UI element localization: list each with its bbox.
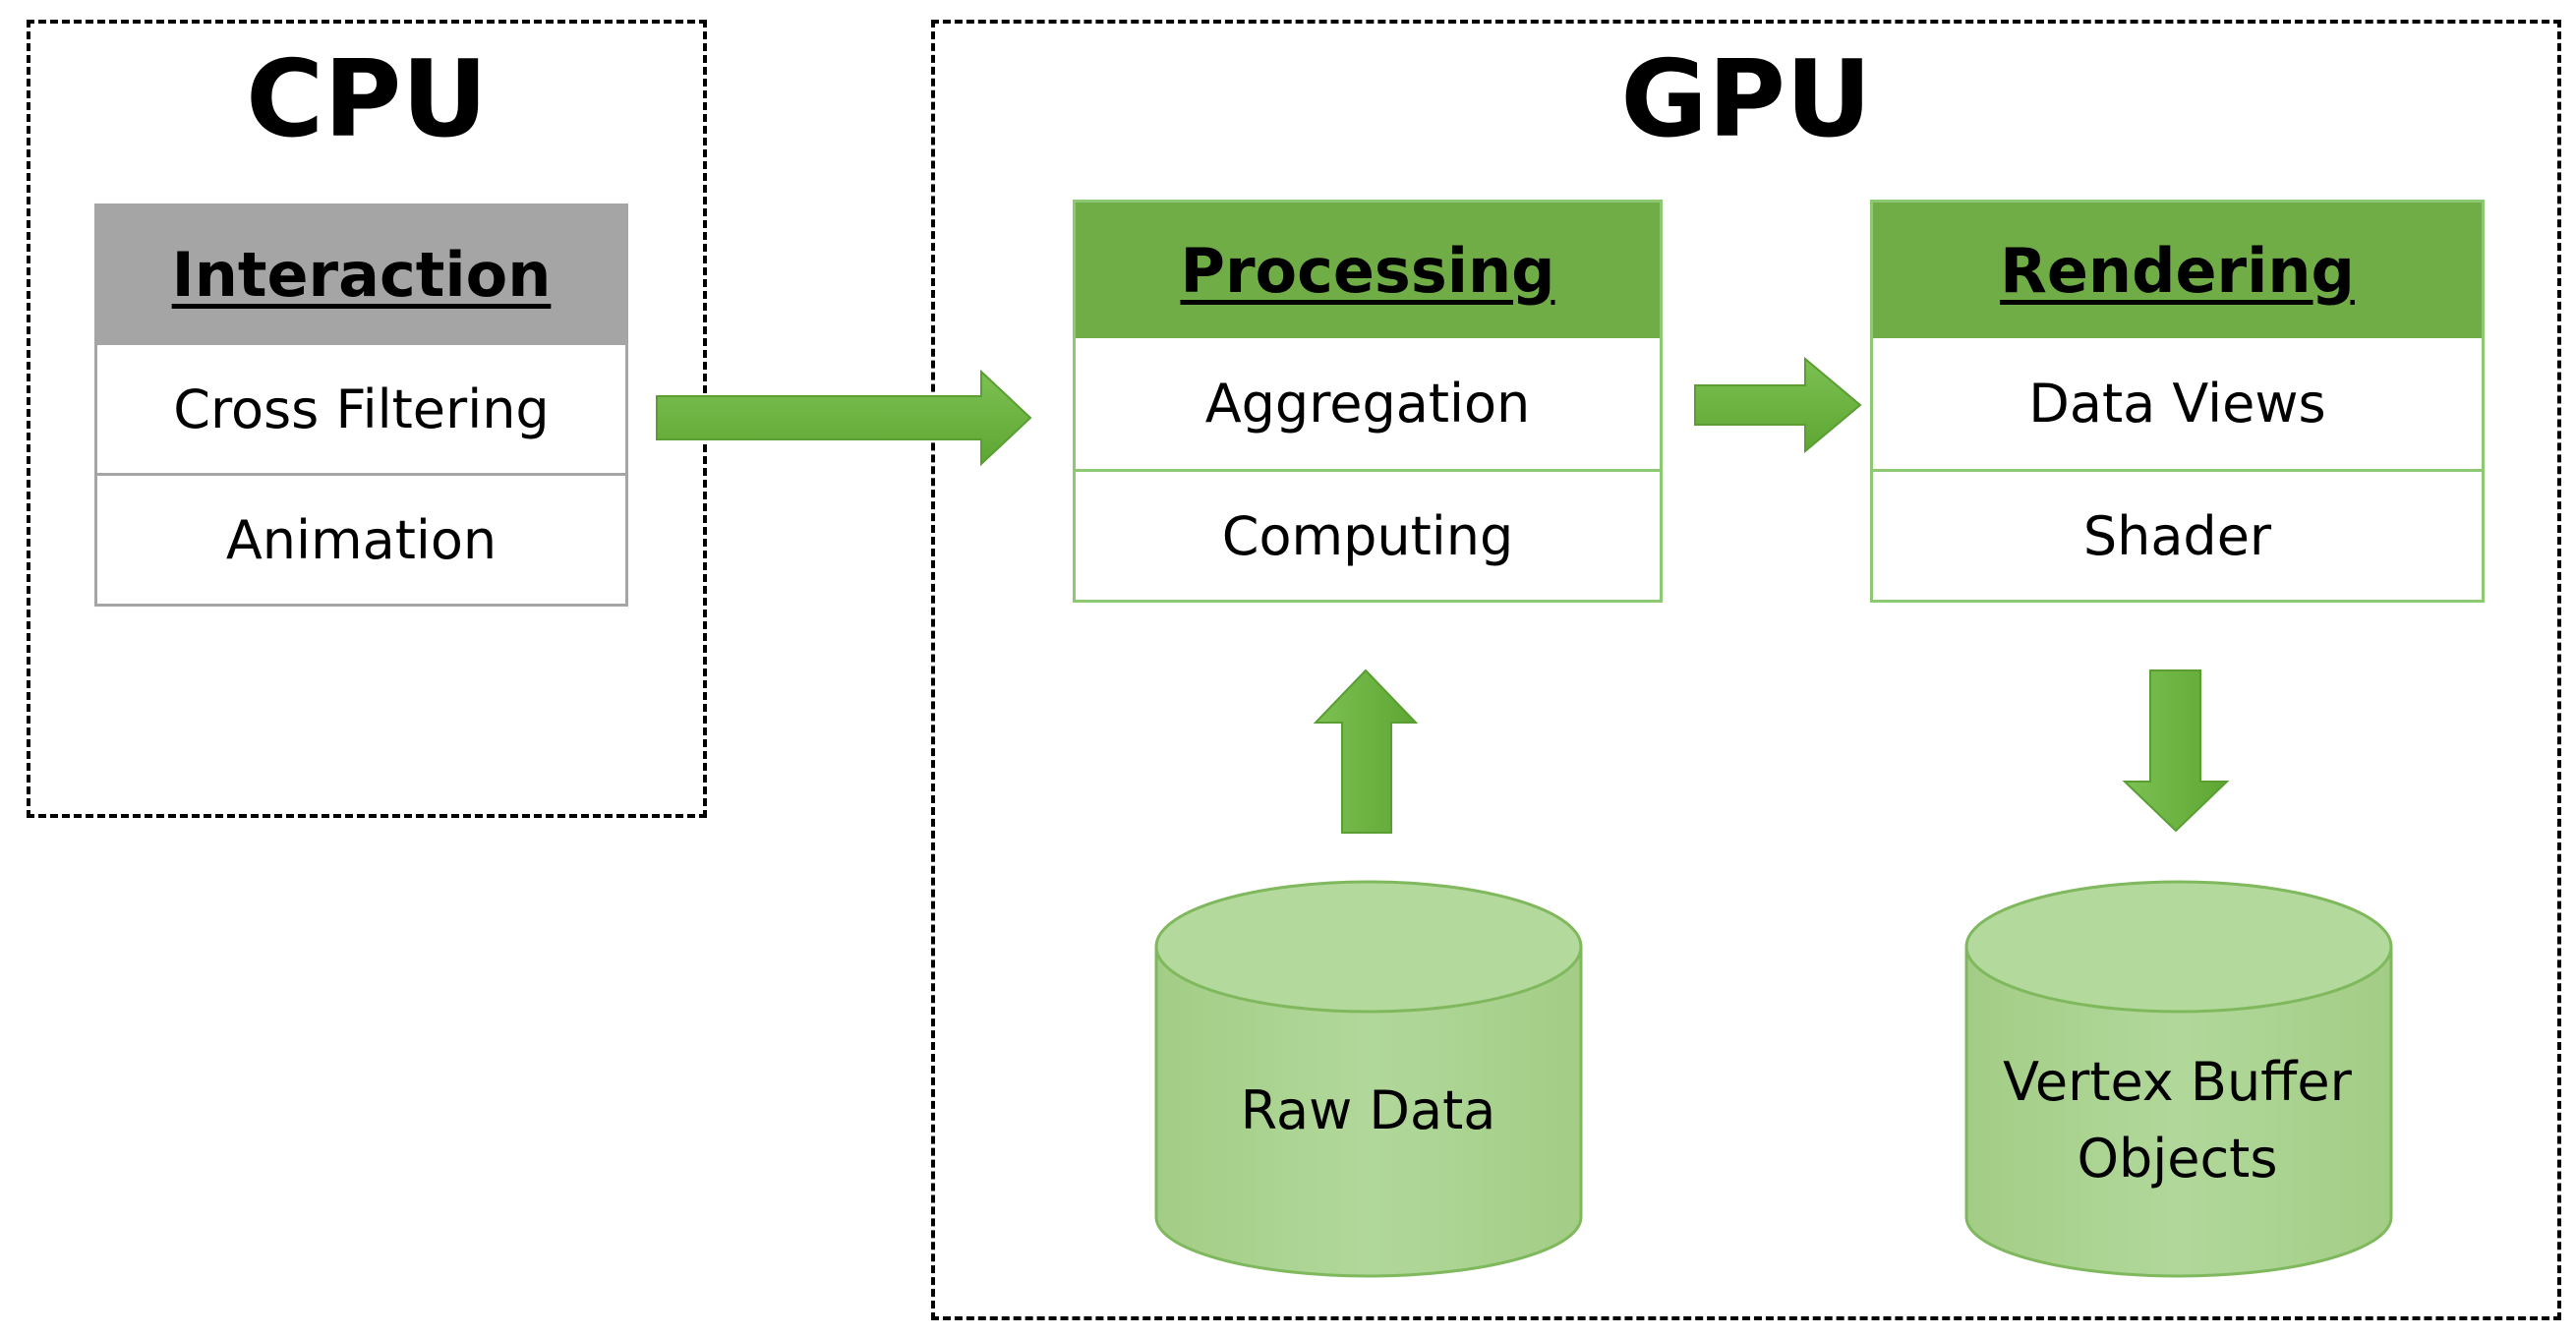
animation-row: Animation (97, 473, 625, 604)
rendering-header: Rendering (1873, 203, 2482, 338)
raw-data-text: Raw Data (1240, 1078, 1496, 1141)
cpu-title: CPU (245, 38, 489, 161)
raw-data-label: Raw Data (1155, 1042, 1581, 1180)
vbo-label-line1: Vertex Buffer (2003, 1050, 2352, 1113)
interaction-panel: Interaction Cross Filtering Animation (94, 203, 628, 607)
vbo-label-line2: Objects (2077, 1128, 2278, 1190)
gpu-region (931, 20, 2561, 1320)
arrow-right-cpu-to-processing (656, 369, 1032, 467)
cross-filtering-row: Cross Filtering (97, 342, 625, 473)
raw-data-cylinder (1154, 880, 1583, 1278)
arrow-right-processing-to-rendering (1694, 356, 1862, 454)
arrow-up-raw-data-to-processing (1313, 668, 1419, 834)
shader-row: Shader (1873, 469, 2482, 600)
data-views-row: Data Views (1873, 338, 2482, 469)
aggregation-row: Aggregation (1076, 338, 1660, 469)
computing-row: Computing (1076, 469, 1660, 600)
rendering-panel: Rendering Data Views Shader (1870, 200, 2485, 603)
vbo-label: Vertex Buffer Objects (1964, 1022, 2390, 1219)
processing-panel: Processing Aggregation Computing (1073, 200, 1663, 603)
vbo-cylinder (1964, 880, 2393, 1278)
gpu-title: GPU (1620, 38, 1872, 161)
processing-header: Processing (1076, 203, 1660, 338)
interaction-header: Interaction (97, 206, 625, 342)
arrow-down-rendering-to-vbo (2122, 669, 2230, 833)
